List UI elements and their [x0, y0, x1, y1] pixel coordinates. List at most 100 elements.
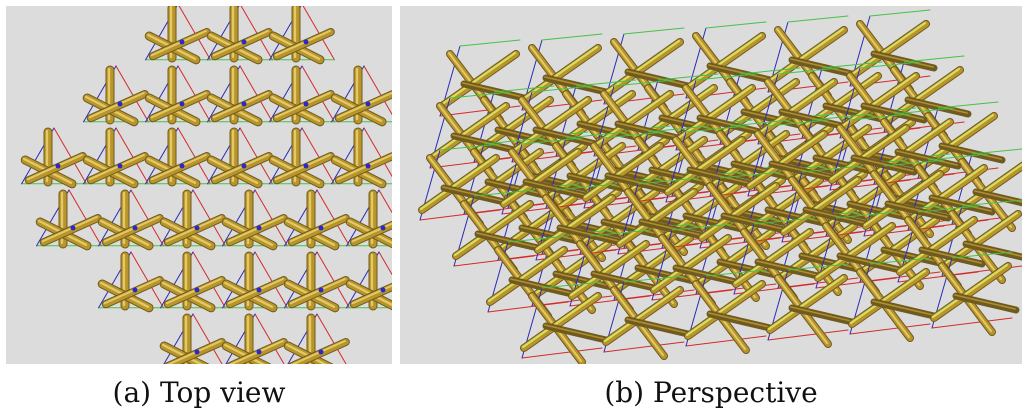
- strut-highlight: [351, 284, 392, 305]
- center-node: [365, 163, 371, 169]
- tendon-green: [575, 79, 637, 87]
- tendon-green: [541, 281, 603, 289]
- strut-highlight: [790, 58, 852, 74]
- strut-highlight: [780, 110, 842, 126]
- strut-highlight: [640, 220, 702, 236]
- caption-label-b: (b): [604, 376, 645, 409]
- strut-highlight: [454, 202, 530, 256]
- strut-highlight: [814, 156, 876, 172]
- strut-highlight: [734, 230, 810, 284]
- strut-highlight: [872, 300, 934, 316]
- tendon-red: [177, 127, 211, 185]
- strut: [419, 155, 499, 213]
- strut-highlight: [274, 154, 331, 181]
- tendon-green: [777, 67, 839, 75]
- strut-highlight: [165, 278, 222, 305]
- strut-highlight: [882, 248, 944, 264]
- strut: [211, 91, 272, 122]
- tendon-green: [883, 159, 945, 167]
- tendon-green: [589, 229, 651, 237]
- tendon-red: [254, 251, 288, 309]
- strut: [87, 153, 148, 184]
- tendon-red: [453, 255, 535, 267]
- strut: [665, 137, 745, 195]
- strut-highlight: [103, 216, 160, 243]
- tendon-green: [739, 67, 801, 75]
- tendon-green: [821, 61, 883, 69]
- strut-highlight: [570, 242, 646, 296]
- tendon-green: [473, 189, 535, 197]
- caption-top-view: (a) Top view: [6, 376, 392, 409]
- strut: [815, 223, 895, 281]
- strut: [25, 153, 86, 184]
- tendon-green: [937, 101, 999, 109]
- strut: [288, 215, 349, 246]
- tendon-red: [68, 189, 102, 247]
- strut-highlight: [848, 202, 910, 218]
- strut-highlight: [274, 92, 331, 119]
- strut-highlight: [698, 116, 760, 132]
- strut-highlight: [898, 218, 974, 272]
- strut-highlight: [650, 168, 712, 184]
- strut-highlight: [592, 272, 654, 288]
- tendon-red: [419, 209, 501, 221]
- strut-highlight: [486, 180, 548, 196]
- strut: [849, 269, 929, 327]
- strut: [149, 91, 210, 122]
- tendon-red: [316, 189, 350, 247]
- center-node: [194, 349, 200, 355]
- strut-highlight: [708, 64, 770, 80]
- center-node: [303, 163, 309, 169]
- tendon-green: [859, 61, 921, 69]
- strut-highlight: [544, 76, 606, 92]
- tendon-green: [623, 275, 685, 283]
- strut-highlight: [852, 156, 914, 172]
- strut-highlight: [568, 174, 630, 190]
- strut-highlight: [800, 254, 862, 270]
- tendon-red: [115, 65, 149, 123]
- tendon-red: [177, 65, 211, 123]
- tendon-red: [685, 335, 767, 347]
- strut-highlight: [766, 208, 828, 224]
- strut-highlight: [840, 74, 916, 128]
- strut-highlight: [544, 324, 606, 340]
- center-node: [380, 287, 386, 293]
- strut: [226, 277, 287, 308]
- center-node: [380, 225, 386, 231]
- strut-highlight: [954, 294, 1016, 310]
- strut-highlight: [488, 248, 564, 302]
- strut-highlight: [520, 226, 582, 242]
- tendon-green: [787, 263, 849, 271]
- strut-highlight: [167, 340, 222, 364]
- tendon-green: [917, 205, 979, 213]
- strut: [350, 283, 392, 308]
- tendon-red: [302, 6, 335, 61]
- strut-highlight: [212, 154, 269, 181]
- strut-highlight: [804, 208, 866, 224]
- center-node: [132, 225, 138, 231]
- strut-highlight: [440, 52, 516, 106]
- strut-highlight: [616, 122, 678, 138]
- strut: [164, 215, 225, 246]
- perspective-figure: [400, 6, 1022, 364]
- strut-highlight: [636, 266, 698, 282]
- strut: [227, 339, 287, 364]
- strut-highlight: [534, 128, 596, 144]
- strut: [569, 241, 649, 299]
- tendon-green: [623, 27, 685, 35]
- strut-highlight: [212, 30, 269, 57]
- strut-highlight: [940, 144, 1002, 160]
- strut-highlight: [578, 122, 640, 138]
- tendon-red: [254, 189, 288, 247]
- tendon-green: [903, 55, 965, 63]
- tendon-green: [671, 223, 733, 231]
- strut-highlight: [26, 154, 83, 181]
- center-node: [117, 163, 123, 169]
- strut-highlight: [830, 126, 906, 180]
- center-node: [241, 39, 247, 45]
- strut-highlight: [850, 22, 926, 76]
- center-node: [303, 101, 309, 107]
- center-node: [132, 287, 138, 293]
- tendon-red: [316, 313, 347, 364]
- tendon-green: [507, 235, 569, 243]
